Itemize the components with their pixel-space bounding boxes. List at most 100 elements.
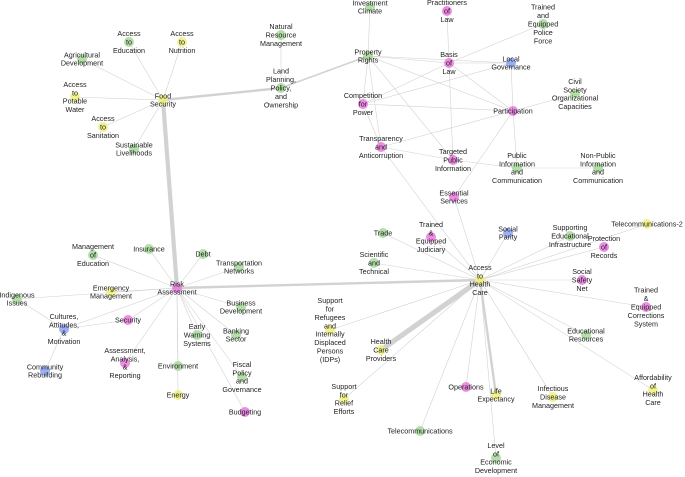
node-assessment-analysis[interactable]: Assessment,Analysis,&Reporting xyxy=(104,346,145,380)
node-debt[interactable]: Debt xyxy=(195,249,211,259)
node-marker-access-potable-water xyxy=(70,92,80,102)
node-label-telecommunications-2: Telecommunications-2 xyxy=(611,220,683,229)
node-telecommunications-2[interactable]: Telecommunications-2 xyxy=(611,219,683,229)
node-label-environment: Environment xyxy=(158,362,198,371)
node-budgeting[interactable]: Budgeting xyxy=(229,407,261,417)
edge-risk-assessment-to-fiscal-policy xyxy=(176,287,243,378)
node-marker-civil-society xyxy=(570,89,580,99)
node-marker-participation xyxy=(508,106,518,116)
node-marker-budgeting xyxy=(240,407,250,417)
node-marker-indigenous-issues xyxy=(12,294,22,304)
edge-transparency-to-targeted-public-info xyxy=(380,146,454,161)
edge-participation-to-essential-services xyxy=(453,110,514,198)
node-telecommunications[interactable]: Telecommunications xyxy=(387,426,453,436)
node-marker-access-education xyxy=(124,37,134,47)
node-security[interactable]: Security xyxy=(115,315,141,325)
edge-participation-to-civil-society xyxy=(512,93,576,112)
node-cultures-attitudes[interactable]: Cultures,Attitudes,&Motivation xyxy=(48,312,81,346)
edge-trade-to-access-health-care xyxy=(382,232,481,281)
node-label-debt: Debt xyxy=(195,250,210,259)
node-environment[interactable]: Environment xyxy=(158,361,198,371)
edge-property-rights-to-participation xyxy=(367,55,514,112)
node-marker-practitioners-of-law xyxy=(442,6,452,16)
node-marker-affordability-health xyxy=(648,385,658,395)
node-energy[interactable]: Energy xyxy=(167,390,190,400)
node-label-trade: Trade xyxy=(374,229,393,238)
node-marker-trained-corrections xyxy=(641,302,651,312)
node-participation[interactable]: Participation xyxy=(493,106,533,116)
node-insurance[interactable]: Insurance xyxy=(133,244,165,254)
node-marker-level-economic-dev xyxy=(491,453,501,463)
edge-access-health-care-to-health-care-providers xyxy=(379,277,482,353)
node-marker-environment xyxy=(173,361,183,371)
node-marker-access-health-care xyxy=(475,275,485,285)
node-marker-natural-resource xyxy=(276,30,286,40)
edge-risk-assessment-to-transportation-networks xyxy=(176,266,240,289)
node-marker-social-parity xyxy=(503,228,513,238)
node-marker-risk-assessment xyxy=(172,283,182,293)
node-trade[interactable]: Trade xyxy=(374,228,393,238)
node-operations[interactable]: Operations xyxy=(448,382,484,392)
